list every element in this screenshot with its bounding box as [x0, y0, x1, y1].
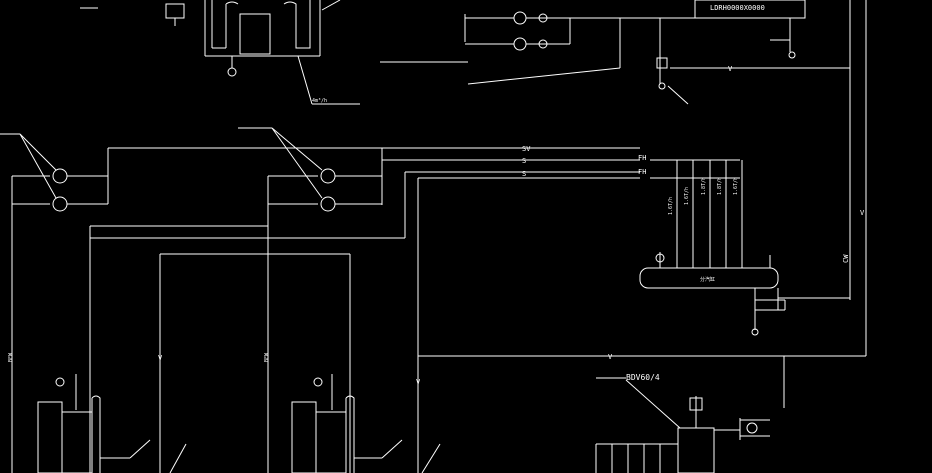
pump-icon [320, 196, 336, 212]
left-pump-group [0, 133, 109, 212]
flow-3-label: 1.8T/h [701, 177, 707, 195]
pump-icon [52, 196, 68, 212]
flow-1-label: 1.6T/h [668, 197, 674, 215]
line-v2-label: V [860, 209, 865, 217]
line-v1-label: V [728, 65, 733, 73]
bfw2-label: BFW [264, 352, 270, 362]
deaerator-unit: BDV60/4 [595, 356, 785, 473]
flow-top-label: 4m³/h [312, 98, 327, 104]
main-headers: SV S S FH FH V V BFW BFW V [8, 145, 866, 473]
flow-4-label: 1.8T/h [717, 177, 723, 195]
svg-text:分汽缸: 分汽缸 [700, 276, 715, 283]
sv-line-label: SV [522, 145, 531, 153]
line-v3-label: V [608, 353, 613, 361]
pump-icon [513, 11, 527, 25]
pump-icon [52, 168, 68, 184]
line-v5-label: V [416, 378, 421, 386]
boiler-center [291, 374, 441, 473]
pump-icon [513, 37, 527, 51]
fh1-line-label: FH [638, 154, 646, 162]
line-v4-label: V [158, 354, 163, 362]
s2-line-label: S [522, 170, 526, 178]
bfw1-label: BFW [8, 352, 14, 362]
cw-line-label: CW [842, 254, 850, 263]
softener-unit [80, 0, 360, 105]
storage-tank: LDRH0000X0000 V V [656, 0, 867, 356]
pump-icon [320, 168, 336, 184]
fh2-line-label: FH [638, 168, 646, 176]
s1-line-label: S [522, 157, 526, 165]
top-pump-group [380, 11, 695, 85]
distribution-header: 分汽缸 1.6T/h 1.6T/h 1.8T/h 1.8T/h 1.6T/h C… [639, 160, 850, 336]
flow-5-label: 1.6T/h [733, 177, 739, 195]
model-label: BDV60/4 [626, 373, 660, 382]
center-pump-group [238, 127, 383, 226]
flow-2-label: 1.6T/h [684, 187, 690, 205]
boiler-left [37, 370, 187, 473]
tank-model-label: LDRH0000X0000 [710, 4, 765, 12]
